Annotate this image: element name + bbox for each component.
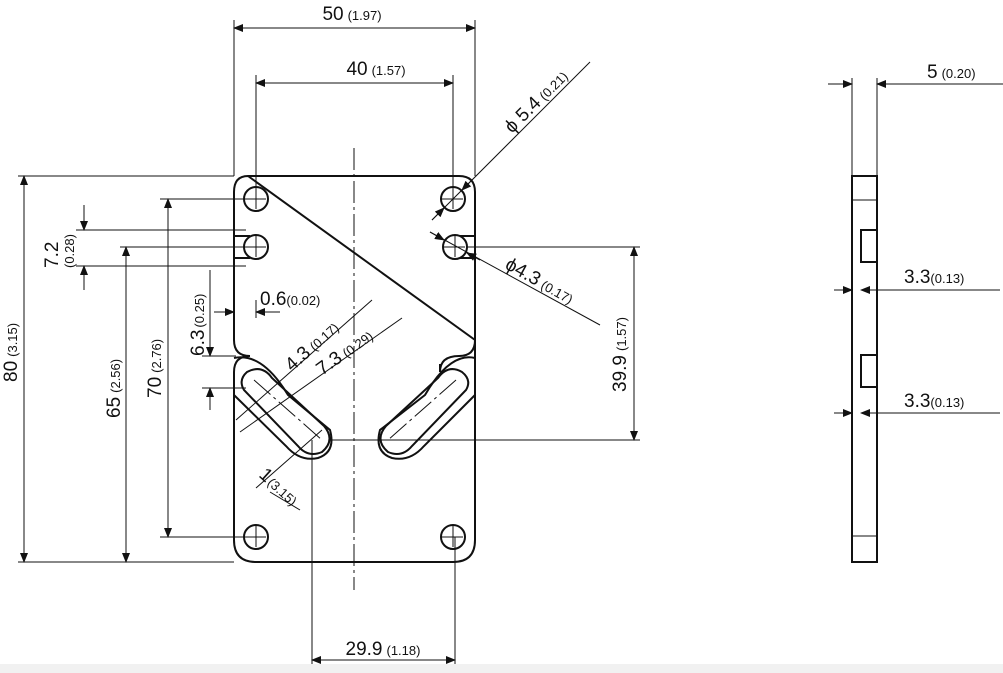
dim-6-3: 6.3(0.25)	[188, 294, 209, 356]
dim-1: 1(3.15)	[255, 464, 303, 510]
dim-3-3-upper: 3.3(0.13)	[904, 267, 964, 288]
dim-7-2-alt: (0.28)	[62, 234, 77, 268]
front-view	[233, 148, 476, 590]
side-view: 5(0.20) 3.3(0.13) 3.3(0.13)	[828, 62, 1003, 563]
left-slot-cutout	[233, 356, 333, 460]
dim-5: 5(0.20)	[927, 62, 976, 83]
plate-outline	[233, 174, 476, 563]
left-arc-slot	[240, 368, 331, 455]
dim-50: 50(1.97)	[322, 4, 381, 25]
dim-3-3-lower: 3.3(0.13)	[904, 391, 964, 412]
dim-0-6: 0.6(0.02)	[260, 289, 320, 310]
dim-7-2: 7.2	[42, 242, 63, 268]
dim-65: 65(2.56)	[104, 359, 125, 418]
right-slot-cutout	[377, 356, 476, 460]
bottom-strip	[0, 664, 1003, 673]
dim-70: 70(2.76)	[145, 339, 166, 398]
dim-dia-4-3: ϕ4.3(0.17)	[502, 254, 578, 309]
dim-39-9: 39.9(1.57)	[610, 317, 631, 392]
dim-80: 80(3.15)	[1, 323, 22, 382]
dim-40: 40(1.57)	[346, 59, 405, 80]
dim-dia-5-4: ϕ 5.4(0.21)	[501, 66, 573, 138]
right-arc-slot	[379, 368, 470, 455]
dim-29-9: 29.9(1.18)	[346, 639, 421, 660]
dimensions: 50(1.97) 40(1.57) ϕ 5.4(0.21) ϕ4.3(0.17)…	[1, 4, 640, 664]
